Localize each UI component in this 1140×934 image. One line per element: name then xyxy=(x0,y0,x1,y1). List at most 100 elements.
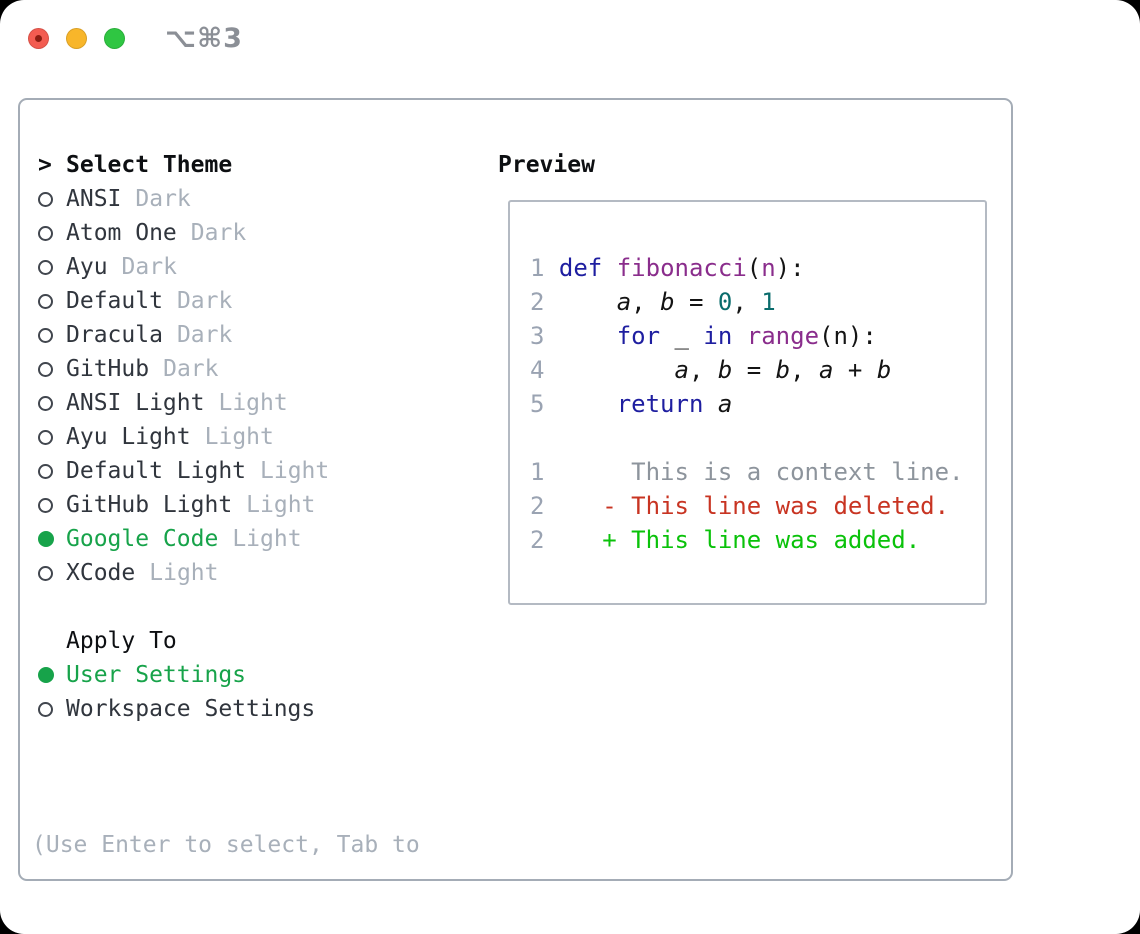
radio-prefix xyxy=(38,361,66,377)
radio-prefix xyxy=(38,463,66,479)
radio-prefix xyxy=(38,327,66,343)
option-label: Default xyxy=(66,288,163,314)
option-label: Workspace Settings xyxy=(66,696,316,722)
option-label: Google Code xyxy=(66,526,219,552)
radio-icon xyxy=(38,565,53,581)
option-label: GitHub xyxy=(66,356,150,382)
zoom-button[interactable] xyxy=(104,27,125,49)
theme-list-column: > Select Theme ANSI Dark Atom One Dark A… xyxy=(32,148,420,934)
spacer xyxy=(38,726,420,760)
code-line: 2 - This line was deleted. xyxy=(530,492,950,520)
option-label: Atom One xyxy=(66,220,177,246)
option-label: Dracula xyxy=(66,322,163,348)
window-title: ⌥⌘3 xyxy=(165,22,243,54)
theme-list: ANSI Dark Atom One Dark Ayu Dark Default… xyxy=(38,182,420,590)
option-variant-tag: Dark xyxy=(135,186,191,212)
chevron-right-icon: > xyxy=(38,152,52,178)
radio-icon xyxy=(38,463,53,479)
traffic-lights xyxy=(28,27,125,49)
radio-prefix xyxy=(38,395,66,411)
code-line: 1 def fibonacci(n): xyxy=(530,254,805,282)
apply-to-option[interactable]: Workspace Settings xyxy=(38,692,420,726)
apply-to-option[interactable]: User Settings xyxy=(38,658,420,692)
option-variant-tag: Dark xyxy=(176,322,233,348)
code-line: 1 This is a context line. xyxy=(530,458,964,486)
radio-icon xyxy=(38,531,54,547)
theme-option[interactable]: Ayu Light Light xyxy=(38,420,420,454)
option-variant-tag: Light xyxy=(232,526,302,552)
radio-icon xyxy=(38,259,53,275)
radio-prefix xyxy=(38,429,66,445)
option-variant-tag: Light xyxy=(149,560,219,586)
option-variant-tag: Dark xyxy=(190,220,247,246)
spacer xyxy=(38,590,420,624)
code-line: 2 + This line was added. xyxy=(530,526,921,554)
theme-option[interactable]: Atom One Dark xyxy=(38,216,420,250)
option-variant-tag: Light xyxy=(246,492,316,518)
radio-prefix xyxy=(38,225,66,241)
help-text: (Use Enter to select, Tab to change focu… xyxy=(32,760,420,934)
code-line: 4 a, b = b, a + b xyxy=(530,356,892,384)
radio-icon xyxy=(38,293,53,309)
theme-option[interactable]: Dracula Dark xyxy=(38,318,420,352)
radio-icon xyxy=(38,361,53,377)
theme-option[interactable]: ANSI Dark xyxy=(38,182,420,216)
code-line xyxy=(530,421,985,455)
cursor-prefix: > xyxy=(38,152,66,178)
radio-icon xyxy=(38,429,53,445)
apply-to-list: User Settings Workspace Settings xyxy=(38,658,420,726)
radio-prefix xyxy=(38,497,66,513)
help-line: (Use Enter to select, Tab to xyxy=(32,832,420,858)
option-label: XCode xyxy=(66,560,136,586)
preview-code: 1 def fibonacci(n): 2 a, b = 0, 1 3 for _ … xyxy=(510,202,985,557)
radio-prefix xyxy=(38,667,66,683)
option-label: Ayu xyxy=(66,254,108,280)
option-label: Default Light xyxy=(66,458,247,484)
radio-prefix xyxy=(38,259,66,275)
option-variant-tag: Dark xyxy=(176,288,233,314)
radio-icon xyxy=(38,701,53,717)
radio-icon xyxy=(38,327,53,343)
radio-icon xyxy=(38,225,53,241)
radio-icon xyxy=(38,191,53,207)
radio-icon xyxy=(38,497,53,513)
code-line: 2 a, b = 0, 1 xyxy=(530,288,776,316)
theme-option[interactable]: ANSI Light Light xyxy=(38,386,420,420)
titlebar: ⌥⌘3 xyxy=(0,0,1140,76)
code-line: 5 return a xyxy=(530,390,733,418)
radio-prefix xyxy=(38,701,66,717)
theme-option[interactable]: Default Dark xyxy=(38,284,420,318)
help-line: change focus) xyxy=(32,930,420,934)
theme-option[interactable]: Google Code Light xyxy=(38,522,420,556)
apply-to-title: Apply To xyxy=(66,628,177,654)
theme-option[interactable]: GitHub Dark xyxy=(38,352,420,386)
option-label: ANSI xyxy=(66,186,122,212)
theme-selector-panel: > Select Theme ANSI Dark Atom One Dark A… xyxy=(18,98,1013,881)
radio-icon xyxy=(38,667,54,683)
minimize-button[interactable] xyxy=(66,27,87,49)
option-variant-tag: Light xyxy=(218,390,288,416)
option-variant-tag: Light xyxy=(204,424,274,450)
radio-prefix xyxy=(38,565,66,581)
radio-prefix xyxy=(38,293,66,309)
option-label: ANSI Light xyxy=(66,390,205,416)
theme-option[interactable]: XCode Light xyxy=(38,556,420,590)
apply-to-header: Apply To xyxy=(38,624,420,658)
theme-option[interactable]: Ayu Dark xyxy=(38,250,420,284)
option-label: User Settings xyxy=(66,662,247,688)
preview-title: Preview xyxy=(498,152,595,178)
option-variant-tag: Light xyxy=(260,458,330,484)
radio-prefix xyxy=(38,531,66,547)
preview-pane: 1 def fibonacci(n): 2 a, b = 0, 1 3 for _ … xyxy=(508,200,987,605)
option-label: Ayu Light xyxy=(66,424,191,450)
close-button[interactable] xyxy=(28,27,49,49)
radio-icon xyxy=(38,395,53,411)
option-variant-tag: Dark xyxy=(163,356,219,382)
theme-option[interactable]: Default Light Light xyxy=(38,454,420,488)
select-theme-header: > Select Theme xyxy=(38,148,420,182)
option-variant-tag: Dark xyxy=(121,254,177,280)
code-line: 3 for _ in range(n): xyxy=(530,322,877,350)
theme-option[interactable]: GitHub Light Light xyxy=(38,488,420,522)
radio-prefix xyxy=(38,191,66,207)
